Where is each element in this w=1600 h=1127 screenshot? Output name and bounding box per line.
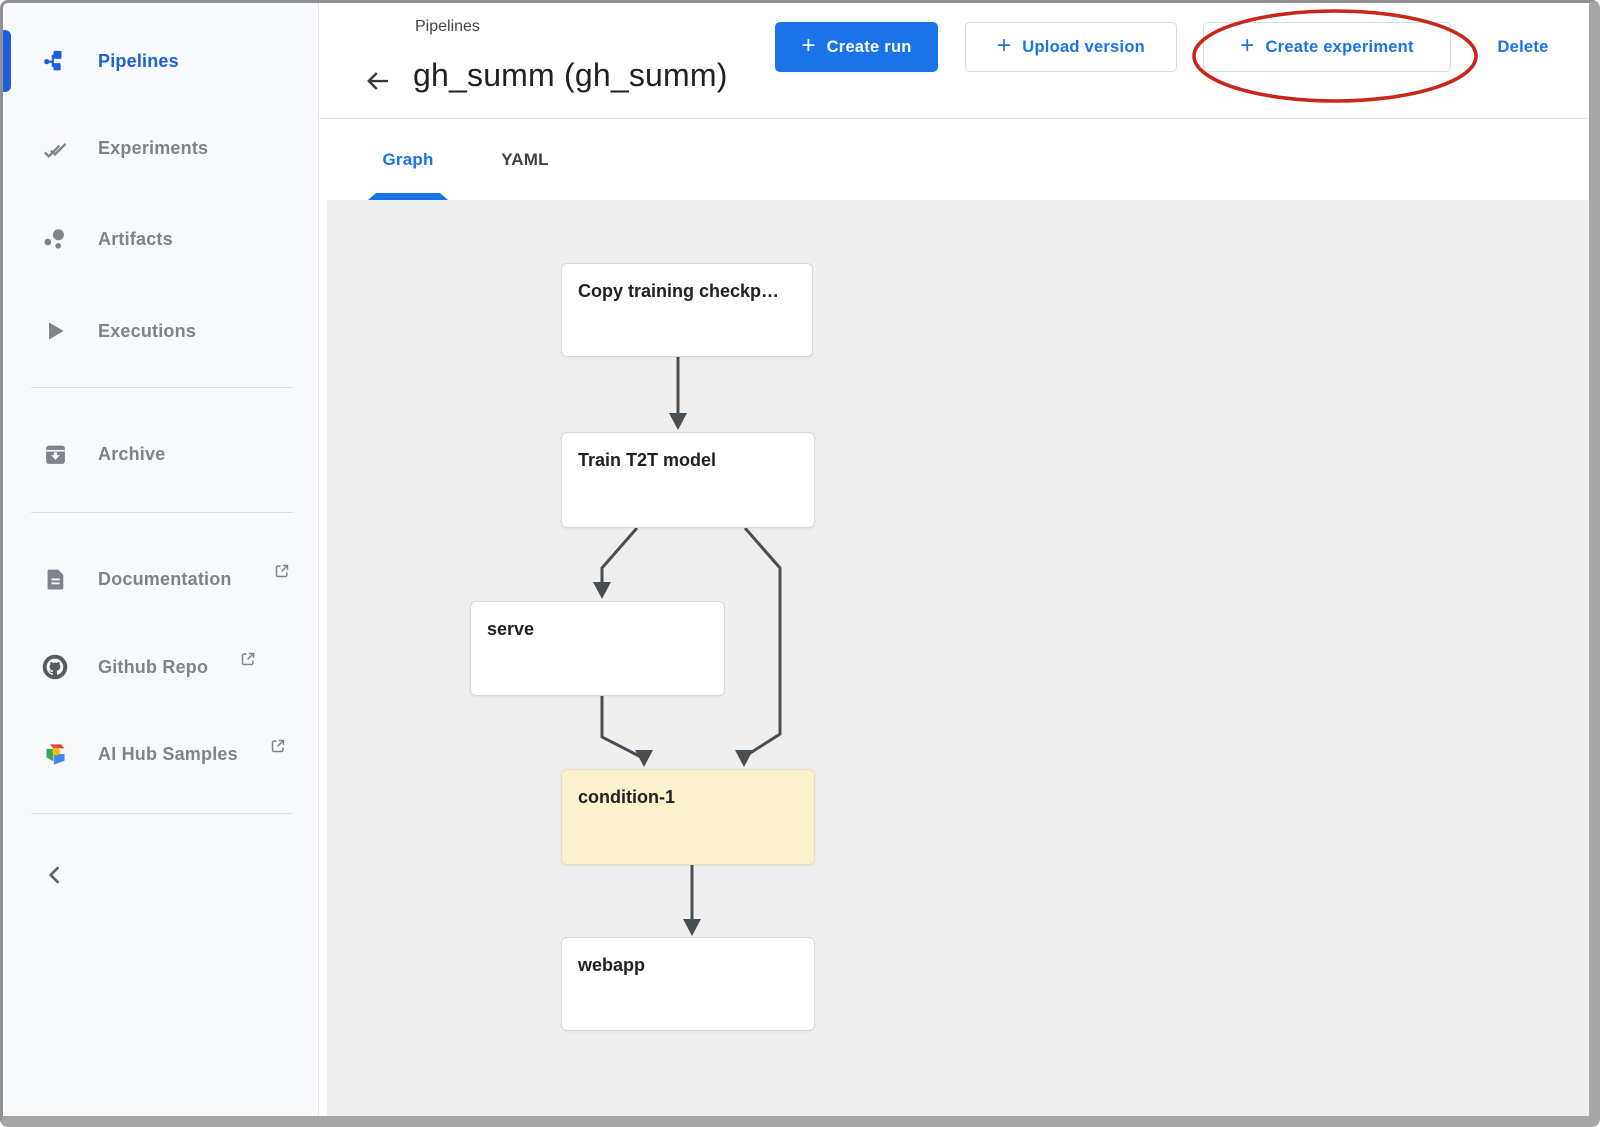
- breadcrumb[interactable]: Pipelines: [415, 18, 480, 35]
- sidebar-item-pipelines[interactable]: Pipelines: [3, 30, 318, 92]
- active-item-indicator: [3, 30, 11, 92]
- external-link-icon: [239, 650, 257, 673]
- sidebar-item-label: Github Repo: [98, 656, 209, 677]
- pipelines-icon: [41, 47, 69, 75]
- active-tab-underline: [368, 193, 448, 200]
- external-link-icon: [269, 737, 287, 760]
- create-run-label: Create run: [826, 37, 912, 56]
- graph-node-train-t2t-model[interactable]: Train T2T model: [561, 432, 815, 528]
- delete-button[interactable]: Delete: [1485, 31, 1561, 63]
- node-label: Copy training checkp…: [578, 281, 780, 301]
- tab-graph-label: Graph: [382, 150, 434, 169]
- create-experiment-label: Create experiment: [1265, 37, 1414, 56]
- upload-version-label: Upload version: [1022, 37, 1145, 56]
- main-content: Pipelines gh_summ (gh_summ) + Create run…: [319, 3, 1589, 1116]
- experiments-icon: [41, 134, 69, 162]
- plus-icon: +: [1240, 31, 1255, 59]
- pipeline-graph-canvas: Copy training checkp… Train T2T model se…: [327, 200, 1589, 1116]
- sidebar-item-executions[interactable]: Executions: [3, 302, 318, 360]
- graph-node-copy-training-checkpoint[interactable]: Copy training checkp…: [561, 263, 813, 357]
- external-link-icon: [273, 562, 291, 585]
- sidebar-item-experiments[interactable]: Experiments: [3, 119, 318, 177]
- node-label: webapp: [578, 955, 646, 975]
- tab-yaml[interactable]: YAML: [485, 120, 565, 200]
- tab-bar: Graph YAML: [319, 120, 1589, 200]
- aihub-icon: [41, 740, 69, 768]
- document-icon: [41, 565, 69, 593]
- github-icon: [41, 653, 69, 681]
- sidebar-divider: [31, 813, 293, 814]
- node-label: serve: [487, 619, 535, 639]
- sidebar: Pipelines Experiments Artifacts: [3, 3, 319, 1116]
- delete-label: Delete: [1497, 37, 1549, 56]
- sidebar-item-label: AI Hub Samples: [98, 743, 238, 764]
- back-button[interactable]: [361, 65, 395, 99]
- plus-icon: +: [997, 31, 1012, 59]
- sidebar-divider: [31, 387, 293, 388]
- graph-edges: [593, 357, 782, 936]
- create-run-button[interactable]: + Create run: [775, 22, 938, 72]
- node-label: condition-1: [578, 787, 675, 807]
- chevron-left-icon: [48, 866, 60, 884]
- arrow-back-icon: [367, 71, 388, 90]
- sidebar-item-label: Pipelines: [98, 50, 179, 71]
- page-title: gh_summ (gh_summ): [413, 57, 728, 93]
- graph-node-serve[interactable]: serve: [470, 601, 725, 696]
- tab-graph[interactable]: Graph: [368, 120, 448, 200]
- sidebar-item-documentation[interactable]: Documentation: [3, 550, 318, 608]
- sidebar-item-label: Documentation: [98, 568, 232, 589]
- sidebar-item-label: Artifacts: [98, 228, 173, 249]
- sidebar-item-artifacts[interactable]: Artifacts: [3, 210, 318, 268]
- sidebar-item-label: Archive: [98, 443, 166, 464]
- archive-icon: [41, 440, 69, 468]
- graph-node-condition-1[interactable]: condition-1: [561, 769, 815, 865]
- create-experiment-button[interactable]: + Create experiment: [1203, 22, 1451, 72]
- plus-icon: +: [801, 31, 816, 59]
- sidebar-item-label: Experiments: [98, 137, 209, 158]
- sidebar-item-github-repo[interactable]: Github Repo: [3, 638, 318, 696]
- page-header: Pipelines gh_summ (gh_summ) + Create run…: [319, 3, 1589, 119]
- sidebar-item-ai-hub-samples[interactable]: AI Hub Samples: [3, 725, 318, 783]
- sidebar-divider: [31, 512, 293, 513]
- tab-yaml-label: YAML: [501, 150, 549, 169]
- node-label: Train T2T model: [578, 450, 717, 470]
- executions-icon: [41, 317, 69, 345]
- artifacts-icon: [41, 225, 69, 253]
- sidebar-item-archive[interactable]: Archive: [3, 425, 318, 483]
- graph-node-webapp[interactable]: webapp: [561, 937, 815, 1031]
- sidebar-item-label: Executions: [98, 320, 197, 341]
- sidebar-collapse-button[interactable]: [35, 855, 75, 895]
- upload-version-button[interactable]: + Upload version: [965, 22, 1177, 72]
